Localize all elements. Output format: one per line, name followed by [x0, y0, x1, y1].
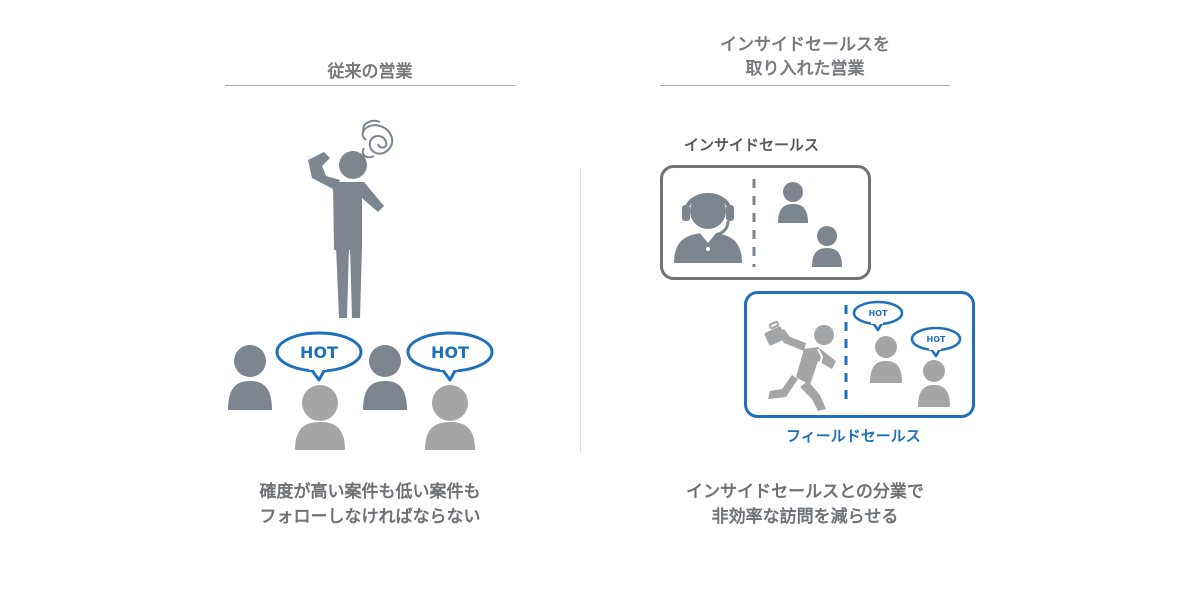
hot-label-1: HOT — [300, 343, 338, 362]
right-header: インサイドセールスを 取り入れた営業 — [660, 33, 950, 81]
left-caption-line-2: フォローしなければならない — [259, 507, 481, 527]
hot-speech-bubble-2: HOT — [406, 331, 494, 382]
hot-speech-bubble-3: HOT — [852, 300, 904, 332]
hot-label-4: HOT — [927, 335, 946, 344]
inside-sales-box — [660, 165, 871, 280]
hot-label-2: HOT — [431, 343, 469, 362]
customer-light-2-icon — [425, 385, 475, 450]
left-customers-group: HOT HOT — [228, 331, 494, 450]
right-caption: インサイドセールスとの分業で 非効率な訪問を減らせる — [640, 480, 970, 530]
right-header-line-1: インサイドセールスを — [720, 35, 890, 55]
hot-label-3: HOT — [869, 309, 888, 318]
left-caption-line-1: 確度が高い案件も低い案件も — [259, 482, 481, 502]
right-header-line-2: 取り入れた営業 — [745, 59, 865, 79]
left-header-rule — [225, 85, 515, 86]
right-header-rule — [660, 85, 950, 86]
confused-salesperson-icon — [308, 119, 394, 318]
customer-light-1-icon — [295, 385, 345, 450]
left-header: 従来の営業 — [327, 62, 413, 82]
customer-dark-2-icon — [363, 345, 407, 410]
right-caption-line-2: 非効率な訪問を減らせる — [711, 507, 899, 527]
left-caption: 確度が高い案件も低い案件も フォローしなければならない — [200, 480, 540, 530]
field-sales-box: HOT HOT — [744, 291, 975, 418]
inside-sales-label: インサイドセールス — [684, 136, 820, 154]
prospect-1-icon — [778, 182, 808, 223]
hot-customer-1-icon — [870, 336, 902, 383]
hot-speech-bubble-1: HOT — [275, 331, 363, 382]
running-businessman-icon — [764, 320, 836, 411]
right-caption-line-1: インサイドセールスとの分業で — [686, 482, 924, 502]
center-divider — [580, 168, 581, 453]
headset-operator-icon — [674, 193, 742, 263]
hot-customer-2-icon — [918, 360, 950, 407]
prospect-2-icon — [812, 226, 842, 267]
field-sales-label: フィールドセールス — [786, 427, 921, 445]
customer-dark-1-icon — [228, 345, 272, 410]
hot-speech-bubble-4: HOT — [910, 326, 962, 358]
